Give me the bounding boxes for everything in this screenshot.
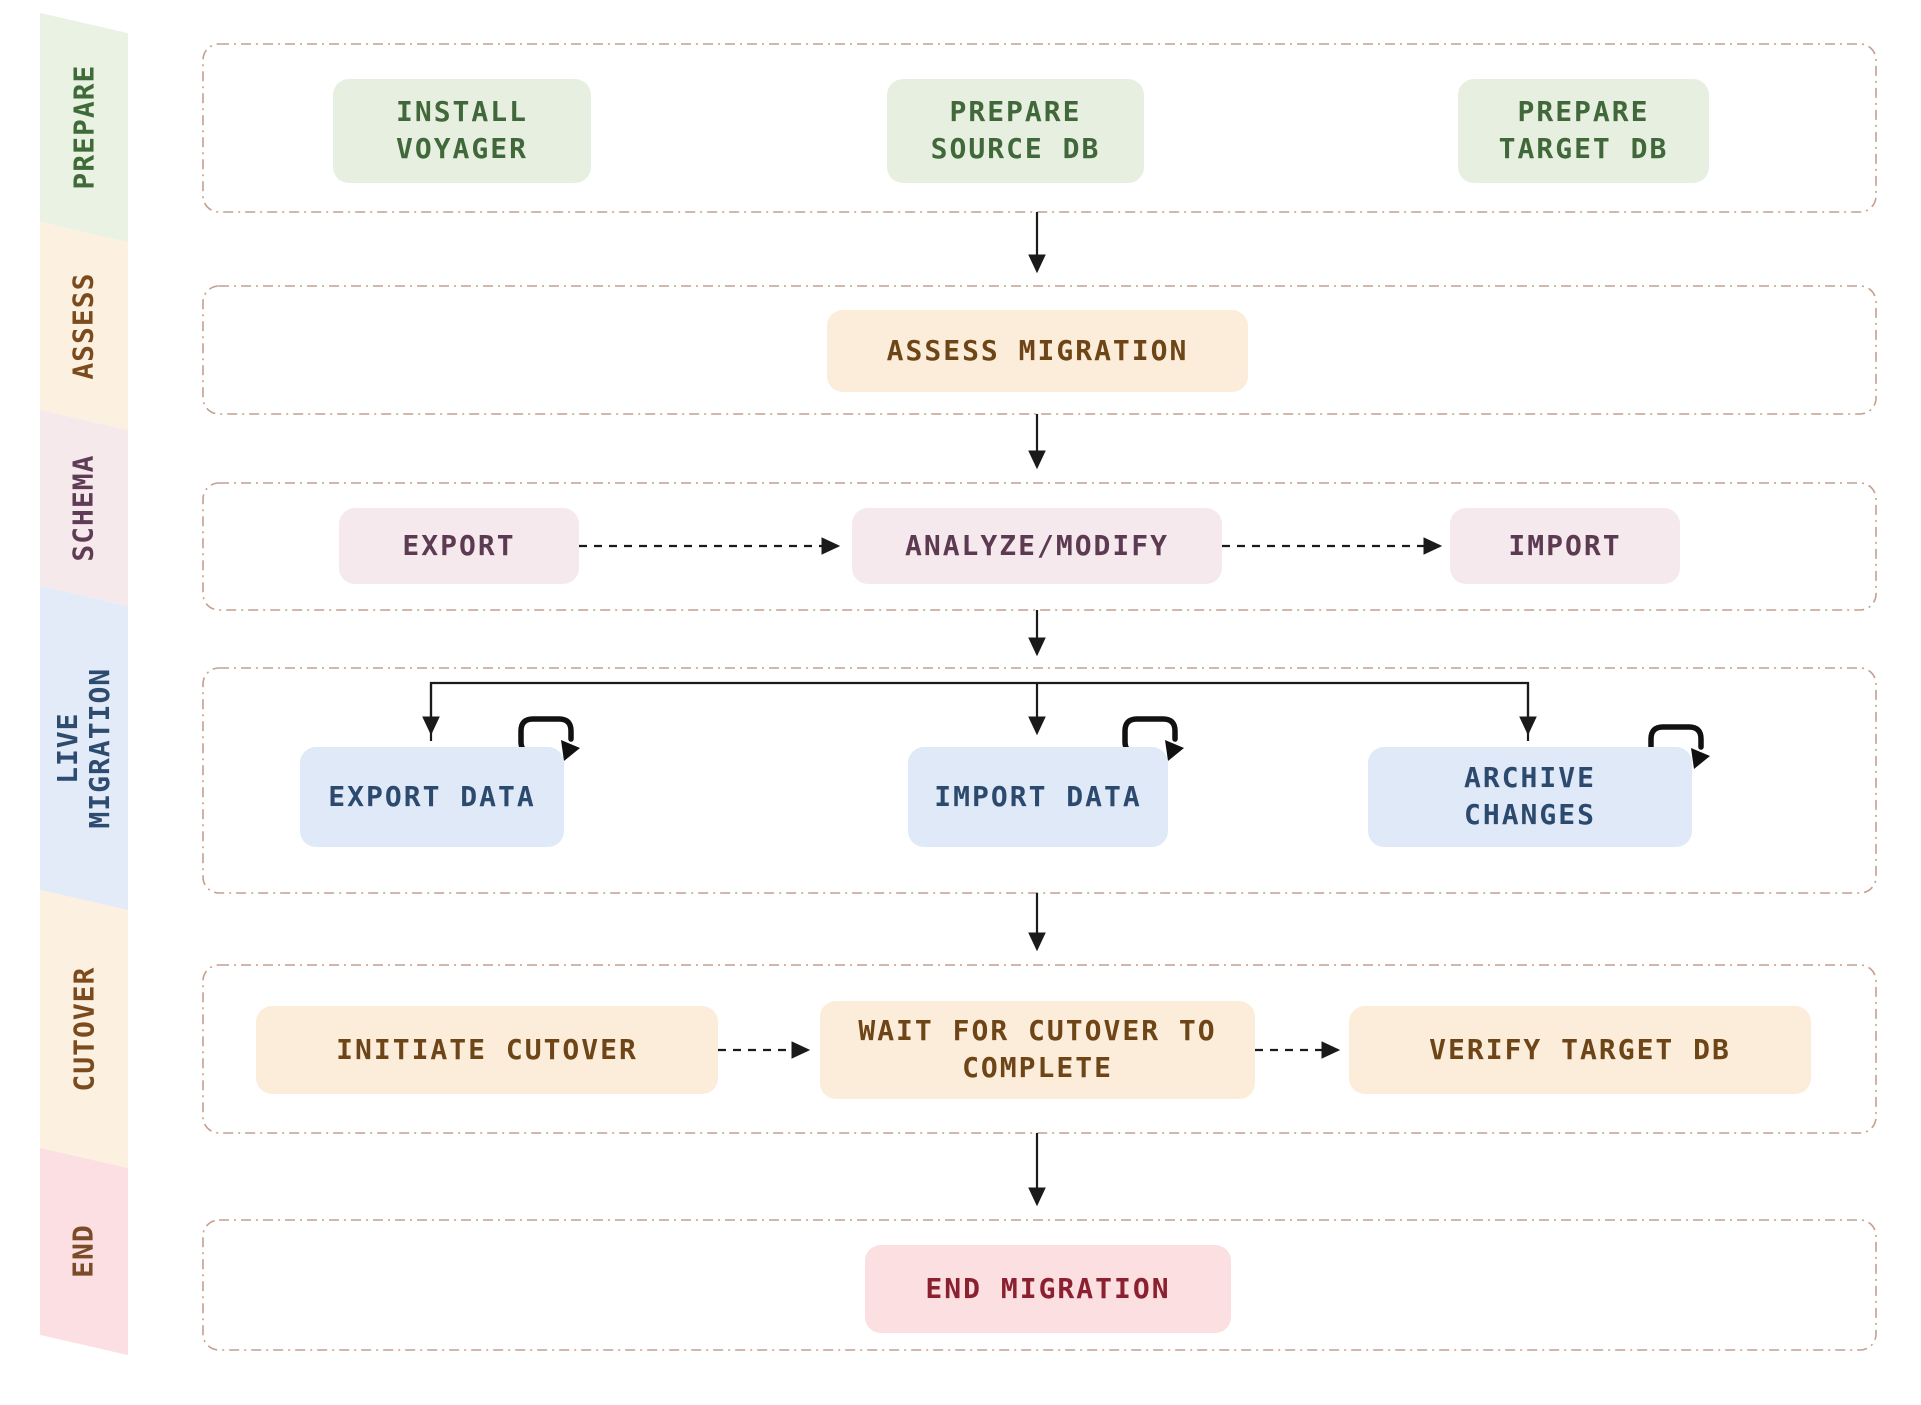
node-prepare-target-db: PREPARE TARGET DB <box>1458 79 1709 183</box>
stage-label-assess: ASSESS <box>66 272 100 380</box>
stage-label-end: END <box>66 1224 100 1279</box>
stage-label-live-migration: LIVE MIGRATION <box>50 667 116 829</box>
node-assess-migration: ASSESS MIGRATION <box>827 310 1248 392</box>
node-import-data: IMPORT DATA <box>908 747 1168 847</box>
node-schema-analyze-modify: ANALYZE/MODIFY <box>852 508 1222 584</box>
stage-label-schema: SCHEMA <box>66 454 100 562</box>
lane-end <box>202 1219 1877 1351</box>
lane-prepare <box>202 43 1877 213</box>
node-end-migration: END MIGRATION <box>865 1245 1231 1333</box>
branch-connector <box>429 681 1530 741</box>
lane-cutover <box>202 964 1877 1134</box>
stage-band-assess: ASSESS <box>40 221 128 431</box>
node-archive-changes: ARCHIVE CHANGES <box>1368 747 1692 847</box>
node-initiate-cutover: INITIATE CUTOVER <box>256 1006 718 1094</box>
lane-schema <box>202 482 1877 611</box>
node-prepare-source-db: PREPARE SOURCE DB <box>887 79 1144 183</box>
stage-band-schema: SCHEMA <box>40 409 128 607</box>
stage-label-prepare: PREPARE <box>66 64 100 191</box>
lane-live-migration <box>202 667 1877 894</box>
node-verify-target-db: VERIFY TARGET DB <box>1349 1006 1811 1094</box>
node-install-voyager: INSTALL VOYAGER <box>333 79 591 183</box>
stage-label-cutover: CUTOVER <box>66 966 100 1092</box>
stage-band-cutover: CUTOVER <box>40 889 128 1169</box>
node-wait-for-cutover: WAIT FOR CUTOVER TO COMPLETE <box>820 1001 1255 1099</box>
node-schema-import: IMPORT <box>1450 508 1680 584</box>
lane-assess <box>202 285 1877 415</box>
node-export-data: EXPORT DATA <box>300 747 564 847</box>
stage-band-live-migration: LIVE MIGRATION <box>40 585 128 911</box>
stage-rail: PREPARE ASSESS SCHEMA LIVE MIGRATION CUT… <box>40 12 128 1356</box>
stage-band-end: END <box>40 1147 128 1356</box>
stage-band-prepare: PREPARE <box>40 12 128 243</box>
node-schema-export: EXPORT <box>339 508 579 584</box>
